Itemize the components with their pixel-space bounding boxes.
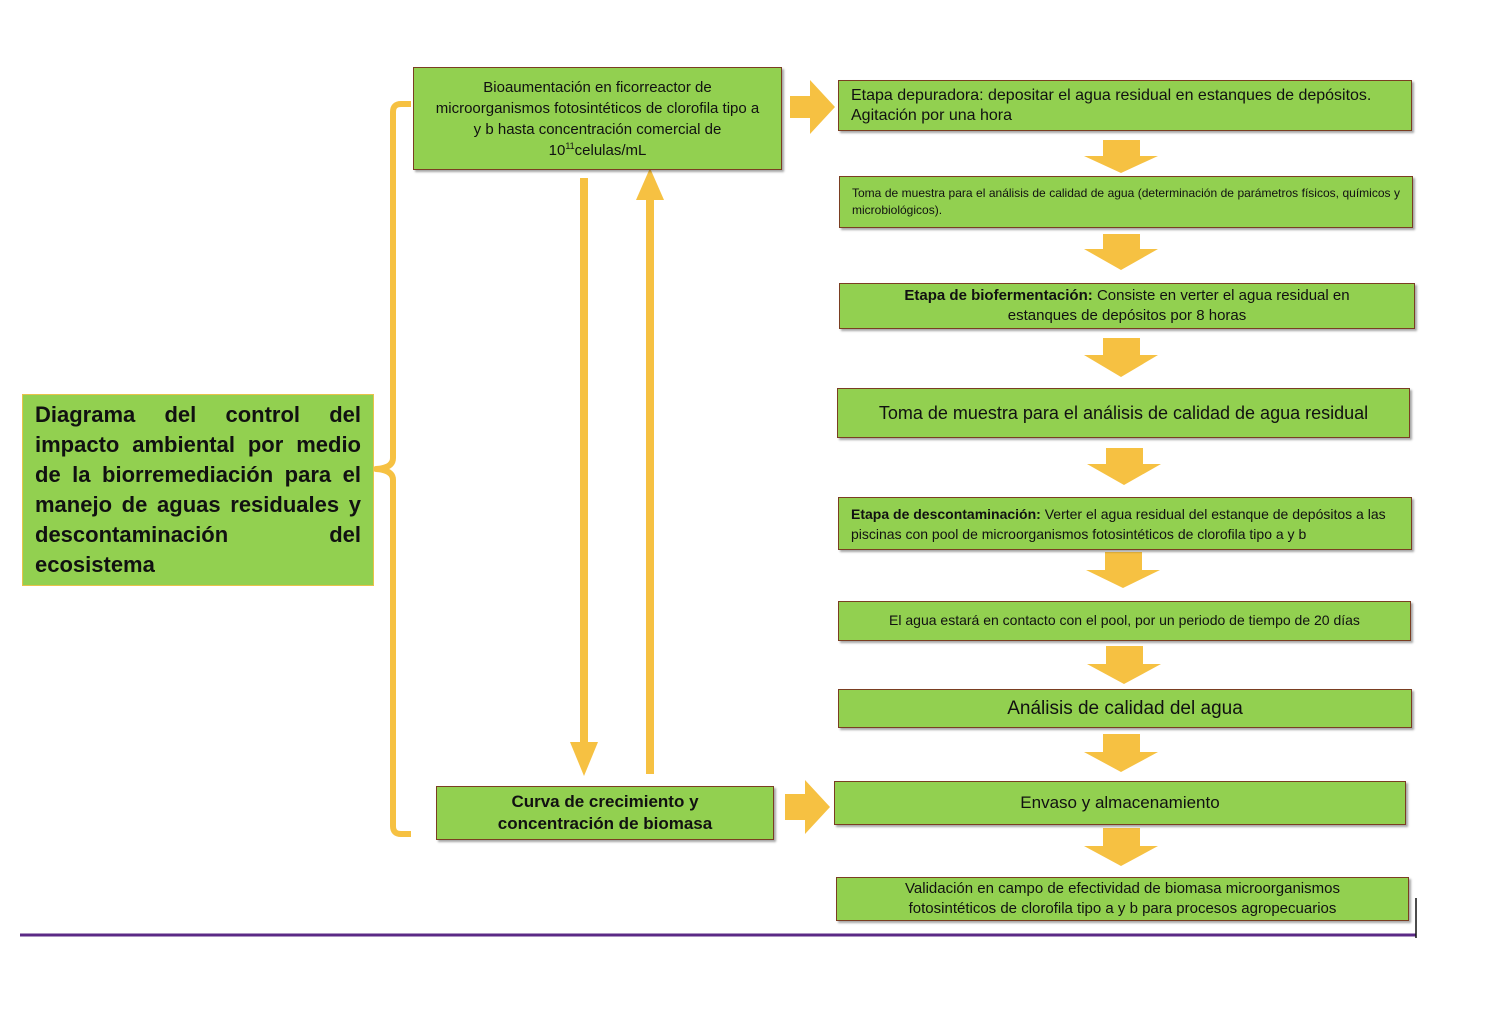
concentration-exponent: 11 xyxy=(565,141,574,151)
step-arrow-2 xyxy=(1084,234,1158,270)
analisis-text: Análisis de calidad del agua xyxy=(839,697,1411,721)
contacto-text: El agua estará en contacto con el pool, … xyxy=(839,612,1410,630)
main-title-box: Diagrama del control del impacto ambient… xyxy=(22,394,374,586)
bioaumentacion-box: Bioaumentación en ficorreactor de microo… xyxy=(413,67,782,170)
step-etapa-depuradora: Etapa depuradora: depositar el agua resi… xyxy=(838,80,1412,131)
step-arrow-8 xyxy=(1084,828,1158,866)
curva-box: Curva de crecimiento y concentración de … xyxy=(436,786,774,840)
down-arrow-to-curva xyxy=(570,178,598,776)
step-arrow-4 xyxy=(1087,448,1161,485)
toma-muestra-1-text: Toma de muestra para el análisis de cali… xyxy=(852,185,1400,219)
toma-muestra-2-text: Toma de muestra para el análisis de cali… xyxy=(838,402,1409,425)
step-arrow-3 xyxy=(1084,338,1158,377)
step-analisis: Análisis de calidad del agua xyxy=(838,689,1412,728)
step-arrow-6 xyxy=(1087,646,1161,684)
right-arrow-bottom xyxy=(785,780,830,834)
descontaminacion-text: Etapa de descontaminación: Verter el agu… xyxy=(851,504,1399,544)
step-arrow-5 xyxy=(1086,552,1160,588)
step-contacto: El agua estará en contacto con el pool, … xyxy=(838,601,1411,641)
curva-text: Curva de crecimiento y concentración de … xyxy=(485,791,725,835)
biofermentacion-label: Etapa de biofermentación: xyxy=(904,287,1092,304)
step-envaso: Envaso y almacenamiento xyxy=(834,781,1406,825)
envaso-text: Envaso y almacenamiento xyxy=(835,792,1405,813)
step-toma-muestra-1: Toma de muestra para el análisis de cali… xyxy=(839,176,1413,228)
concentration-base: 10 xyxy=(549,142,566,159)
bioaumentacion-description: Bioaumentación en ficorreactor de microo… xyxy=(436,79,759,138)
right-arrow-top xyxy=(790,80,835,134)
bracket-connector xyxy=(376,104,411,834)
step-arrow-1 xyxy=(1084,140,1158,173)
step-validacion: Validación en campo de efectividad de bi… xyxy=(836,877,1409,921)
step-arrow-7 xyxy=(1084,734,1158,772)
main-title: Diagrama del control del impacto ambient… xyxy=(35,400,361,580)
step-toma-muestra-2: Toma de muestra para el análisis de cali… xyxy=(837,388,1410,438)
bioaumentacion-text: Bioaumentación en ficorreactor de microo… xyxy=(432,77,763,161)
step-biofermentacion: Etapa de biofermentación: Consiste en ve… xyxy=(839,283,1415,329)
biofermentacion-text: Etapa de biofermentación: Consiste en ve… xyxy=(880,286,1374,326)
validacion-text: Validación en campo de efectividad de bi… xyxy=(877,879,1368,919)
step-descontaminacion: Etapa de descontaminación: Verter el agu… xyxy=(838,497,1412,550)
concentration-unit: celulas/mL xyxy=(575,142,647,159)
etapa-depuradora-text: Etapa depuradora: depositar el agua resi… xyxy=(851,86,1399,126)
up-arrow-to-bioaumentacion xyxy=(636,168,664,774)
descontaminacion-label: Etapa de descontaminación: xyxy=(851,506,1041,522)
